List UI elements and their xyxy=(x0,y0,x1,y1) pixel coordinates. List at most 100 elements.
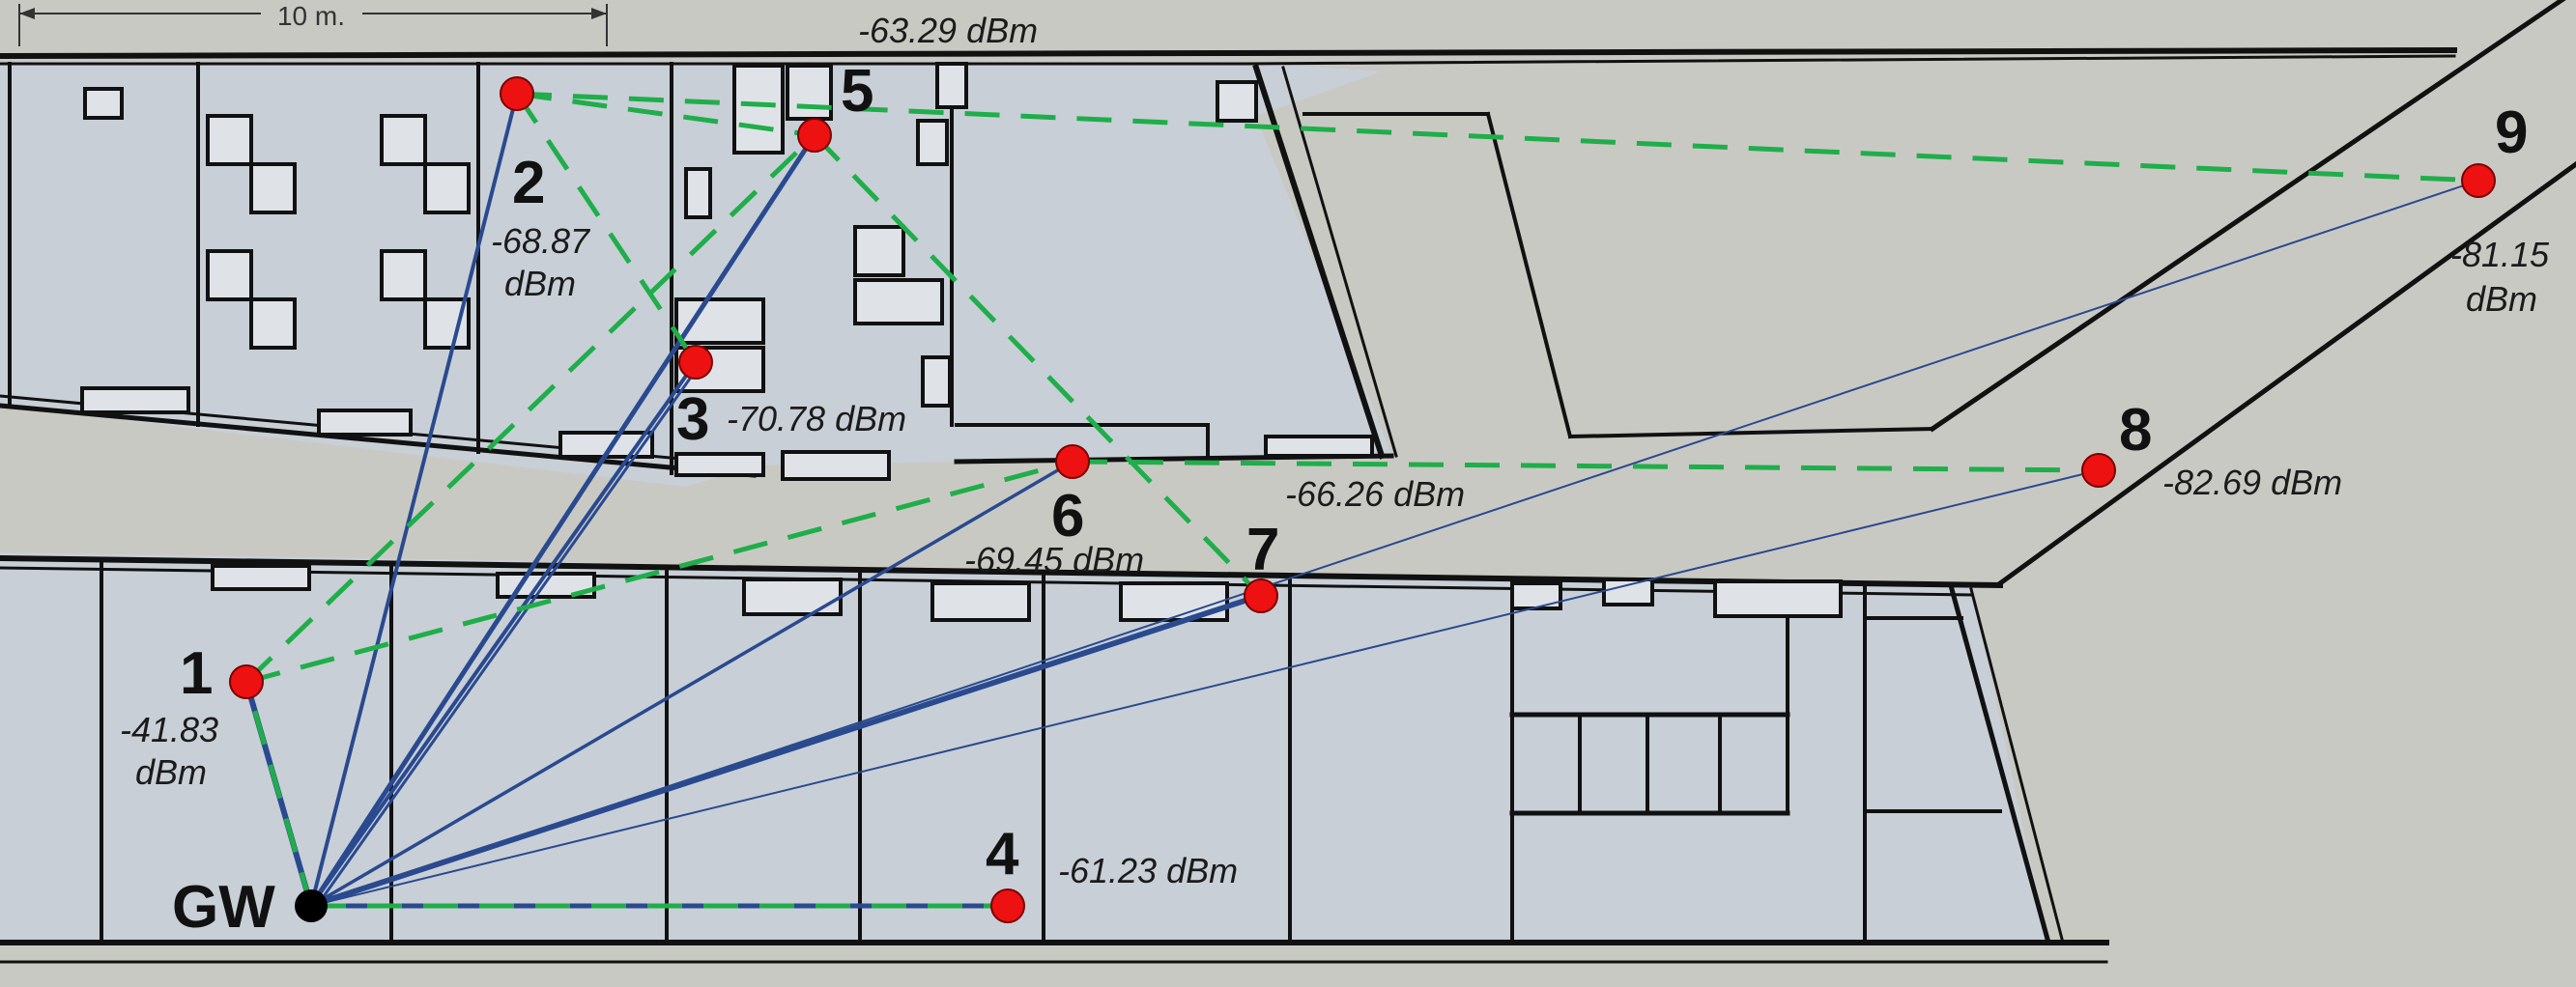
mesh-link-6-8 xyxy=(1072,459,2100,473)
node-8-rssi: -82.69 dBm xyxy=(2162,463,2342,502)
wall-lower-right-b xyxy=(1969,587,2065,945)
node-5-marker[interactable] xyxy=(797,118,832,153)
mesh-link-1-5 xyxy=(244,133,816,684)
furniture-item xyxy=(684,167,712,219)
node-5-rssi: -63.29 dBm xyxy=(858,11,1038,50)
furniture-item xyxy=(249,162,297,214)
corridor xyxy=(0,406,2106,583)
upper-building-floor xyxy=(0,62,1391,487)
scale-bar-arrow-right xyxy=(591,8,607,19)
furniture-item xyxy=(732,64,785,155)
furniture-item xyxy=(674,297,765,345)
mesh-link-1-6 xyxy=(245,459,1073,685)
node-1-marker[interactable] xyxy=(229,664,264,699)
furniture-item xyxy=(380,114,427,166)
window xyxy=(742,578,843,616)
mesh-link-2-9 xyxy=(516,91,2479,183)
node-1-rssi-line1: -41.83 xyxy=(120,710,218,749)
node-7-number: 7 xyxy=(1246,517,1279,583)
node-2-rssi-line2: dBm xyxy=(504,264,576,303)
furniture-item xyxy=(916,119,949,166)
wall-top xyxy=(0,46,2458,60)
direct-link-gw-3 xyxy=(309,360,698,908)
furniture-item xyxy=(781,450,891,481)
node-9-number: 9 xyxy=(2495,99,2528,166)
mesh-link-2-5 xyxy=(516,91,816,138)
node-6-number: 6 xyxy=(1051,483,1084,550)
wall-lower-right xyxy=(1948,585,2052,946)
direct-link-gw-7-secondary xyxy=(303,594,1257,908)
direct-link-gw-5 xyxy=(308,132,817,909)
node-2-number: 2 xyxy=(512,150,545,216)
furniture-item xyxy=(935,62,968,109)
node-8-marker[interactable] xyxy=(2081,453,2116,488)
wall-room-right-diag xyxy=(1485,111,1573,439)
furniture-item xyxy=(206,114,253,166)
node-1-number: 1 xyxy=(180,640,213,707)
mesh-link-GW-1 xyxy=(243,681,314,907)
direct-link-gw-6 xyxy=(309,460,1074,908)
node-7-rssi: -66.26 dBm xyxy=(1285,474,1465,514)
furniture-item xyxy=(317,409,413,437)
furniture-item xyxy=(380,249,427,301)
node-4-rssi: -61.23 dBm xyxy=(1058,851,1238,890)
furniture-item xyxy=(1264,435,1374,458)
window xyxy=(211,564,311,591)
node-2-rssi-line1: -68.87 xyxy=(491,221,591,261)
direct-link-gw-7 xyxy=(308,593,1264,909)
direct-link-gw-3-secondary xyxy=(315,360,703,908)
node-3-marker[interactable] xyxy=(678,345,713,380)
node-number-labels: 1 2 3 4 5 6 7 8 9 GW xyxy=(172,58,2528,941)
wall-room-right-bottom xyxy=(1567,426,1935,439)
mesh-link-5-7 xyxy=(813,133,1263,598)
window xyxy=(1713,579,1843,618)
wall-diag-long-2 xyxy=(1996,160,2576,587)
furniture-item xyxy=(1216,80,1258,123)
node-8-number: 8 xyxy=(2119,397,2152,464)
node-2-marker[interactable] xyxy=(500,76,534,111)
mesh-links xyxy=(243,91,2479,909)
node-9-rssi-line1: -81.15 xyxy=(2450,235,2550,274)
node-1-rssi-line2: dBm xyxy=(135,752,207,792)
window xyxy=(930,581,1031,622)
wall-upper-diagonal xyxy=(1252,64,1386,460)
gateway-marker[interactable] xyxy=(295,889,328,922)
furniture-item xyxy=(80,386,190,414)
scale-bar-arrow-left xyxy=(19,8,35,19)
node-5-number: 5 xyxy=(841,58,873,125)
furniture-item xyxy=(674,452,765,477)
node-9-marker[interactable] xyxy=(2461,163,2496,198)
furniture-item xyxy=(206,249,253,301)
sensor-nodes xyxy=(229,76,2496,923)
furniture-item xyxy=(786,64,833,121)
node-4-number: 4 xyxy=(986,821,1019,888)
scale-label-bg xyxy=(261,0,362,27)
lower-building-floor xyxy=(0,552,2048,946)
window xyxy=(1602,578,1654,606)
furniture-item xyxy=(921,355,952,408)
node-6-marker[interactable] xyxy=(1055,444,1090,479)
furniture-item xyxy=(249,297,297,350)
wall-upper-diagonal-b xyxy=(1281,66,1398,458)
node-7-marker[interactable] xyxy=(1244,578,1278,613)
node-9-rssi-line2: dBm xyxy=(2466,279,2537,319)
node-3-rssi: -70.78 dBm xyxy=(727,399,906,438)
scale-label: 10 m. xyxy=(277,1,345,31)
furniture-item xyxy=(853,225,905,277)
wall-lower-top xyxy=(0,554,2004,589)
furniture-item xyxy=(853,278,944,325)
furniture-item xyxy=(423,162,471,214)
rssi-labels: -41.83 dBm -68.87 dBm -70.78 dBm -61.23 … xyxy=(120,11,2550,890)
furniture-item xyxy=(83,87,124,120)
window xyxy=(1510,581,1562,610)
floor-areas xyxy=(0,62,2106,946)
node-6-rssi: -69.45 dBm xyxy=(964,540,1144,579)
gateway-label: GW xyxy=(172,874,275,941)
node-4-marker[interactable] xyxy=(990,888,1025,923)
direct-link-gw-8 xyxy=(310,469,2100,907)
wall-top-right xyxy=(1245,54,2456,66)
direct-link-gw-2 xyxy=(309,92,519,908)
wall-diag-long-1 xyxy=(1929,0,2566,433)
